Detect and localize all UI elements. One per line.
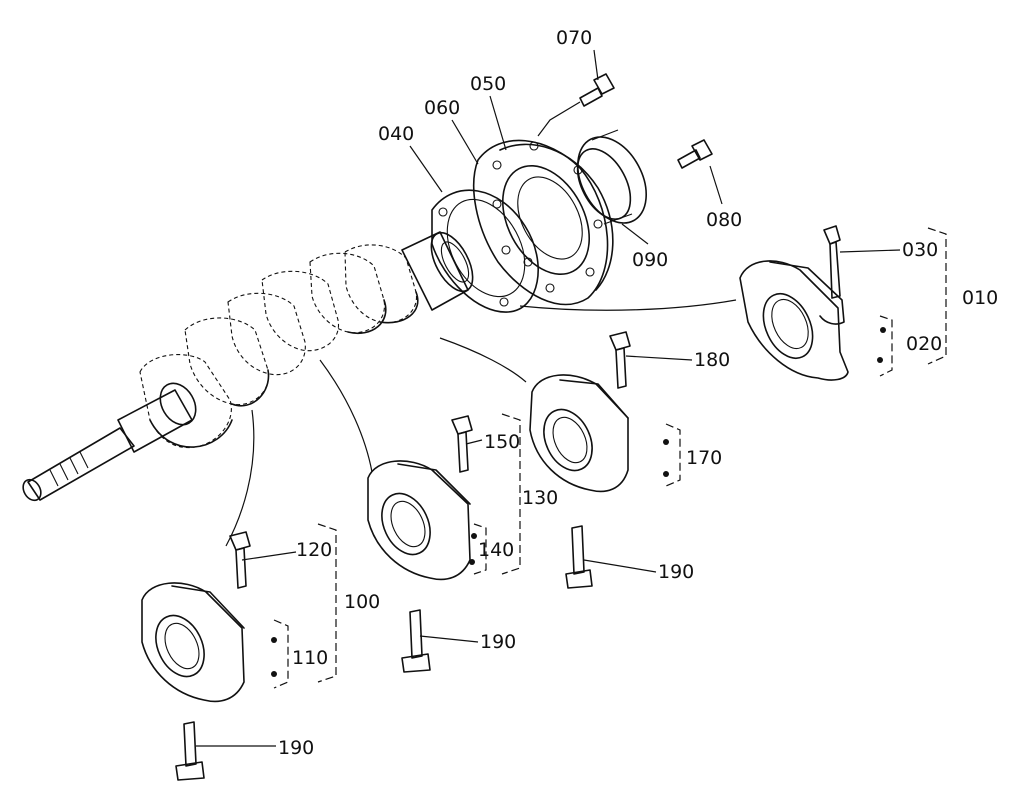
main-bearing-case-010 (739, 225, 849, 381)
assembly-guide-lines (225, 299, 737, 547)
label-030: 030 (902, 239, 938, 261)
label-120: 120 (296, 539, 332, 561)
label-170: 170 (686, 447, 722, 469)
label-040: 040 (378, 123, 414, 145)
label-130: 130 (522, 487, 558, 509)
leader-lines (196, 49, 901, 747)
label-090: 090 (632, 249, 668, 271)
label-180: 180 (694, 349, 730, 371)
label-020: 020 (906, 333, 942, 355)
crankshaft (22, 231, 474, 502)
main-bearing-case-170 (529, 331, 631, 589)
bolt-080 (677, 139, 713, 169)
label-190-middle: 190 (480, 631, 516, 653)
label-080: 080 (706, 209, 742, 231)
label-070: 070 (556, 27, 592, 49)
reference-dots (271, 327, 886, 677)
main-bearing-case-130 (367, 415, 473, 673)
bolt-070 (579, 73, 615, 107)
bearing-case-050 (472, 139, 614, 306)
part-labels: 070 050 060 040 080 090 030 010 020 180 … (278, 27, 998, 759)
main-bearing-case-100 (141, 531, 251, 781)
gasket-040 (431, 189, 539, 313)
grouping-brackets (273, 227, 947, 689)
label-190-left: 190 (278, 737, 314, 759)
label-060: 060 (424, 97, 460, 119)
label-010: 010 (962, 287, 998, 309)
label-110: 110 (292, 647, 328, 669)
label-150: 150 (484, 431, 520, 453)
label-100: 100 (344, 591, 380, 613)
label-050: 050 (470, 73, 506, 95)
label-140: 140 (478, 539, 514, 561)
oil-seal-090 (576, 129, 647, 225)
label-190-right: 190 (658, 561, 694, 583)
